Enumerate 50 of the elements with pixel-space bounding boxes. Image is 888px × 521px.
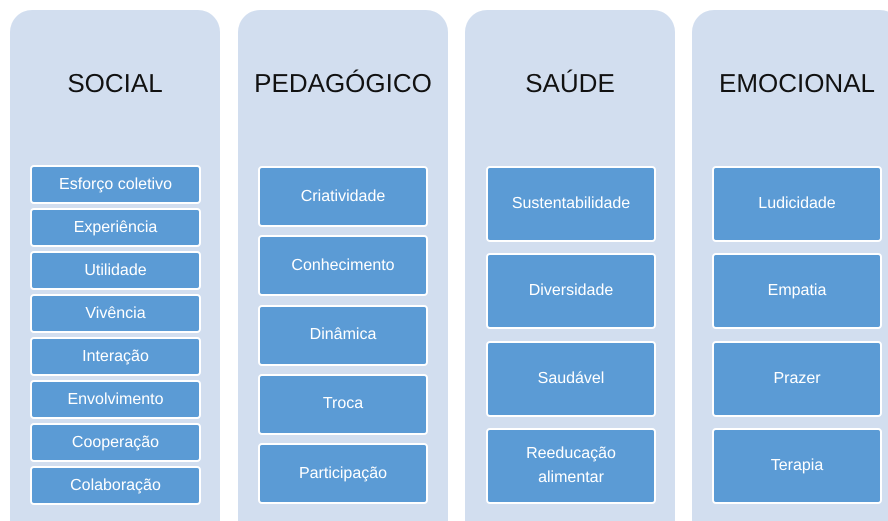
item-box xyxy=(30,165,201,204)
item-box xyxy=(486,166,656,242)
item-label: Criatividade xyxy=(300,186,386,206)
item-label: Experiência xyxy=(74,218,158,238)
item-box xyxy=(258,235,428,296)
item-box xyxy=(712,428,882,504)
category-panel xyxy=(692,10,888,521)
item-label: Conhecimento xyxy=(291,256,395,276)
item-box xyxy=(30,251,201,290)
item-label: Envolvimento xyxy=(67,390,164,410)
item-box xyxy=(30,294,201,333)
item-box xyxy=(30,380,201,419)
item-label: Ludicidade xyxy=(758,194,836,214)
item-box xyxy=(712,253,882,330)
item-label: Empatia xyxy=(768,281,826,302)
item-label: Vivência xyxy=(85,304,146,324)
item-box xyxy=(30,466,201,505)
item-label: Diversidade xyxy=(528,281,614,302)
item-box xyxy=(258,166,428,227)
item-box xyxy=(30,208,201,247)
category-title: PEDAGÓGICO xyxy=(253,68,433,99)
item-label: Saudável xyxy=(538,368,604,389)
item-box xyxy=(30,423,201,462)
item-label: Dinâmica xyxy=(310,325,376,346)
item-label: Cooperação xyxy=(72,432,160,452)
item-label: Sustentabilidade xyxy=(512,194,630,214)
item-label: Interação xyxy=(82,346,149,366)
item-box xyxy=(258,374,428,435)
item-box xyxy=(258,443,428,504)
item-label: Colaboração xyxy=(70,476,161,496)
item-box xyxy=(486,428,656,504)
item-box xyxy=(486,340,656,417)
item-label: Troca xyxy=(322,394,364,414)
category-panel xyxy=(465,10,675,521)
item-label: Reeducação alimentar xyxy=(525,444,617,488)
category-panel xyxy=(238,10,448,521)
item-label: Utilidade xyxy=(84,260,147,280)
item-box xyxy=(30,337,201,376)
item-box xyxy=(486,253,656,330)
item-label: Esforço coletivo xyxy=(59,174,172,194)
category-title: EMOCIONAL xyxy=(718,68,876,99)
item-label: Participação xyxy=(298,464,388,484)
category-panel xyxy=(10,10,220,521)
category-title: SOCIAL xyxy=(66,68,164,99)
item-box xyxy=(712,340,882,417)
category-title: SAÚDE xyxy=(524,68,616,99)
item-box xyxy=(258,304,428,366)
item-box xyxy=(712,166,882,242)
item-label: Prazer xyxy=(773,368,821,389)
item-label: Terapia xyxy=(770,456,824,476)
